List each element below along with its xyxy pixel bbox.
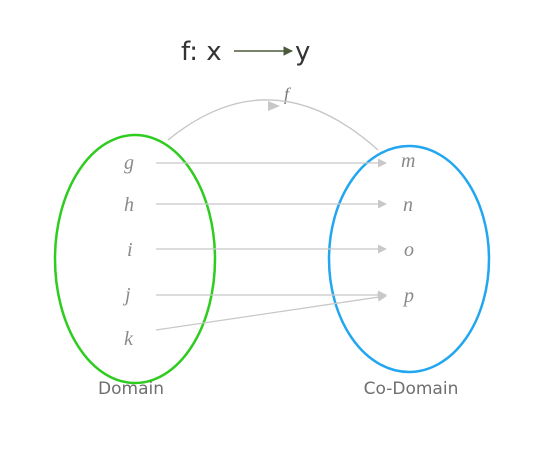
title-prefix: f: x (181, 37, 222, 67)
domain-element-k: k (124, 328, 134, 350)
domain-elements: g h i j k (122, 152, 134, 350)
title-suffix: y (295, 37, 310, 67)
domain-element-i: i (127, 239, 133, 261)
codomain-label: Co-Domain (364, 379, 459, 399)
domain-ellipse (53, 133, 217, 385)
function-curve-arrowhead (268, 101, 280, 111)
domain-label: Domain (98, 379, 164, 399)
codomain-element-m: m (401, 150, 415, 172)
codomain-element-p: p (402, 285, 414, 307)
codomain-element-o: o (404, 239, 414, 261)
domain-element-j: j (122, 284, 131, 306)
arrow-k-p (155, 292, 387, 331)
title: f: x y (181, 37, 310, 67)
codomain-elements: m n o p (401, 150, 415, 307)
mapping-arrows (155, 158, 387, 331)
function-curve (167, 99, 379, 151)
domain-element-g: g (124, 152, 134, 174)
function-label: f (284, 84, 292, 104)
codomain-ellipse (327, 144, 491, 374)
domain-element-h: h (124, 194, 134, 216)
codomain-element-n: n (403, 194, 413, 216)
